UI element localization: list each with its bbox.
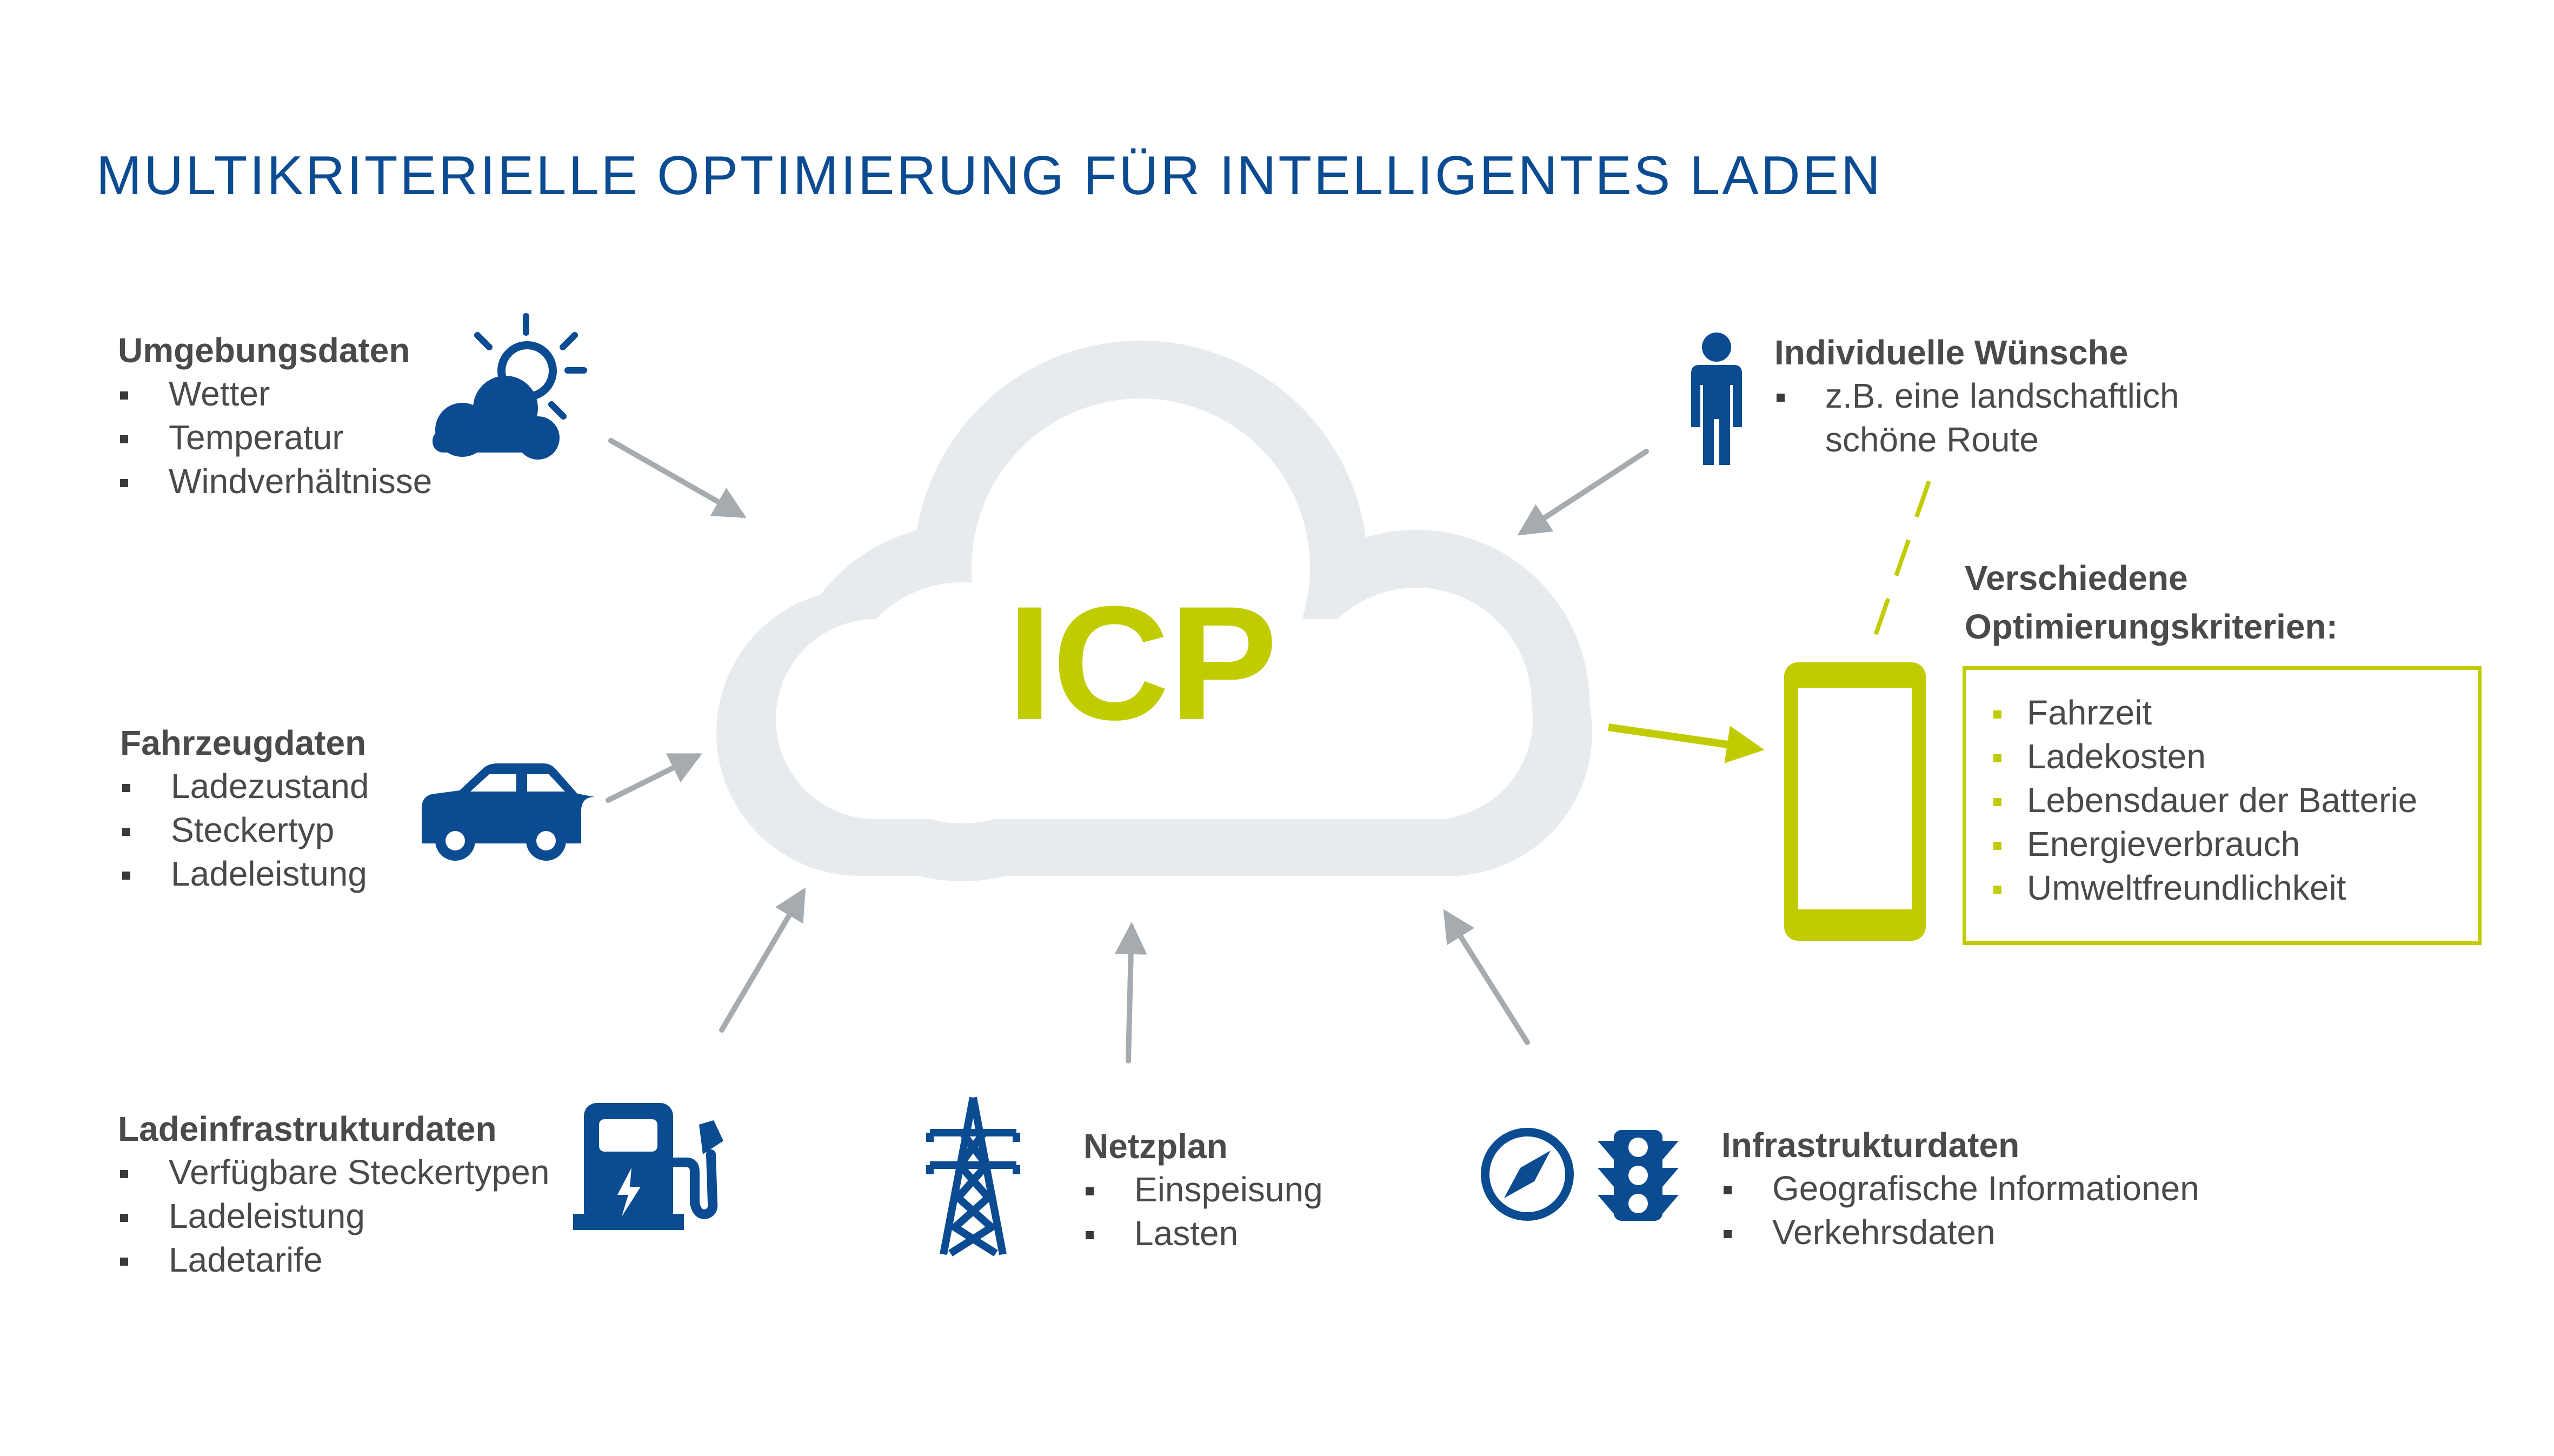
page-title: MULTIKRITERIELLE OPTIMIERUNG FÜR INTELLI… <box>96 145 1883 206</box>
criteria-heading-block: Verschiedene Optimierungskriterien: <box>1965 554 2338 651</box>
criteria-box <box>1963 666 2482 945</box>
dashed-link <box>1870 480 1931 647</box>
wishes-heading: Individuelle Wünsche <box>1774 333 2129 372</box>
grid-block: Netzplan Einspeisung Lasten <box>1083 1125 1323 1255</box>
traffic-light-icon <box>1598 1130 1679 1221</box>
infrastructure-list: Geografische Informationen Verkehrsdaten <box>1721 1167 2199 1254</box>
list-item: Geografische Informationen <box>1721 1167 2199 1211</box>
list-item: Ladezustand <box>120 764 369 808</box>
grid-heading: Netzplan <box>1083 1127 1228 1166</box>
list-item: z.B. eine landschaftlich schöne Route <box>1774 374 2179 462</box>
car-icon <box>422 763 595 861</box>
icp-label: ICP <box>1007 572 1278 754</box>
environment-block: Umgebungsdaten Wetter Temperatur Windver… <box>118 329 432 503</box>
list-item: Ladeleistung <box>118 1194 549 1238</box>
criteria-heading-line-2: Optimierungskriterien: <box>1965 607 2338 646</box>
wishes-item-line-1: z.B. eine landschaftlich <box>1825 376 2179 415</box>
criteria-block: Fahrzeit Ladekosten Lebensdauer der Batt… <box>1991 691 2417 910</box>
arrow-infrastructure <box>1443 909 1530 1045</box>
vehicle-list: Ladezustand Steckertyp Ladeleistung <box>120 764 369 896</box>
power-pylon-icon <box>926 1096 1020 1256</box>
list-item: Wetter <box>118 372 432 416</box>
list-item: Ladekosten <box>1991 735 2417 779</box>
wishes-list: z.B. eine landschaftlich schöne Route <box>1774 374 2179 462</box>
list-item: Energieverbrauch <box>1991 822 2417 866</box>
person-icon <box>1691 333 1742 465</box>
arrow-environment <box>608 438 747 518</box>
charging-infra-heading: Ladeinfrastrukturdaten <box>118 1109 497 1148</box>
list-item: Verfügbare Steckertypen <box>118 1151 549 1194</box>
list-item: Einspeisung <box>1083 1168 1323 1212</box>
charging-infra-block: Ladeinfrastrukturdaten Verfügbare Stecke… <box>118 1107 549 1282</box>
weather-icon <box>433 313 587 460</box>
compass-icon <box>1481 1128 1574 1221</box>
arrow-vehicle <box>606 753 702 803</box>
wishes-item-line-2: schöne Route <box>1825 420 2039 459</box>
list-item: Steckertyp <box>120 808 369 852</box>
infrastructure-block: Infrastrukturdaten Geografische Informat… <box>1721 1123 2199 1254</box>
arrow-grid <box>1114 922 1147 1063</box>
list-item: Lebensdauer der Batterie <box>1991 779 2417 822</box>
arrow-charging-infra <box>719 887 806 1033</box>
list-item: Ladetarife <box>118 1238 549 1282</box>
environment-list: Wetter Temperatur Windverhältnisse <box>118 372 432 503</box>
vehicle-block: Fahrzeugdaten Ladezustand Steckertyp Lad… <box>120 721 369 896</box>
list-item: Fahrzeit <box>1991 691 2417 735</box>
arrow-to-device <box>1607 723 1765 763</box>
criteria-list: Fahrzeit Ladekosten Lebensdauer der Batt… <box>1991 691 2417 910</box>
vehicle-heading: Fahrzeugdaten <box>120 723 367 762</box>
list-item: Lasten <box>1083 1212 1323 1255</box>
wishes-block: Individuelle Wünsche z.B. eine landschaf… <box>1774 331 2179 462</box>
smartphone-icon <box>1784 662 1926 941</box>
charging-infra-list: Verfügbare Steckertypen Ladeleistung Lad… <box>118 1151 549 1282</box>
list-item: Verkehrsdaten <box>1721 1211 2199 1254</box>
environment-heading: Umgebungsdaten <box>118 331 410 370</box>
arrow-wishes <box>1517 449 1649 536</box>
list-item: Ladeleistung <box>120 852 369 896</box>
icp-cloud <box>716 341 1592 881</box>
charging-station-icon <box>573 1103 723 1230</box>
list-item: Umweltfreundlichkeit <box>1991 866 2417 910</box>
grid-list: Einspeisung Lasten <box>1083 1168 1323 1255</box>
list-item: Windverhältnisse <box>118 460 432 503</box>
infrastructure-heading: Infrastrukturdaten <box>1721 1126 2020 1165</box>
list-item: Temperatur <box>118 416 432 460</box>
criteria-heading-line-1: Verschiedene <box>1965 559 2188 597</box>
